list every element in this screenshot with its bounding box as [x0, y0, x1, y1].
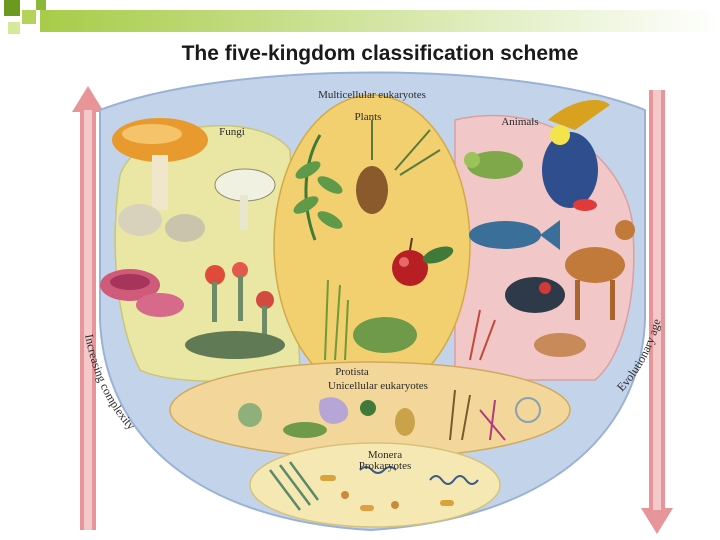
animals-label: Animals: [501, 116, 538, 128]
right-arrow: [641, 90, 673, 534]
protista-label: Protista: [335, 366, 369, 378]
moss-illustration: [324, 279, 417, 361]
monera-label: Monera: [368, 449, 402, 461]
left-arrow: [72, 86, 104, 530]
shell-illustration: [469, 309, 586, 361]
monera-sub-label: Prokaryotes: [359, 460, 412, 472]
mushroom-illustration: [112, 118, 276, 242]
multicellular-label: Multicellular eukaryotes: [318, 89, 426, 101]
monera-organisms: [269, 461, 479, 511]
pine-cone-illustration: [356, 120, 441, 214]
beetle-illustration: [505, 277, 565, 313]
toucan-illustration: [542, 100, 610, 211]
lichen-illustration: [185, 262, 285, 359]
fungi-label: Fungi: [219, 126, 245, 138]
deer-illustration: [565, 220, 635, 320]
header-square-2: [22, 10, 36, 24]
header-square-1: [4, 0, 20, 16]
header-decoration: [4, 0, 720, 34]
monera-region: [249, 442, 501, 528]
slide-title: The five-kingdom classification scheme: [181, 42, 579, 65]
header-gradient-bar: [40, 10, 720, 32]
header-square-4: [36, 0, 46, 10]
fruit-illustration: [392, 237, 454, 286]
protista-organisms: [238, 389, 541, 441]
fish-illustration: [469, 220, 560, 250]
chameleon-illustration: [464, 151, 523, 179]
fern-illustration: [293, 134, 343, 241]
protista-sub-label: Unicellular eukaryotes: [328, 380, 428, 392]
plants-label: Plants: [355, 111, 382, 123]
cup-fungi-illustration: [100, 269, 184, 317]
header-square-3: [8, 22, 20, 34]
